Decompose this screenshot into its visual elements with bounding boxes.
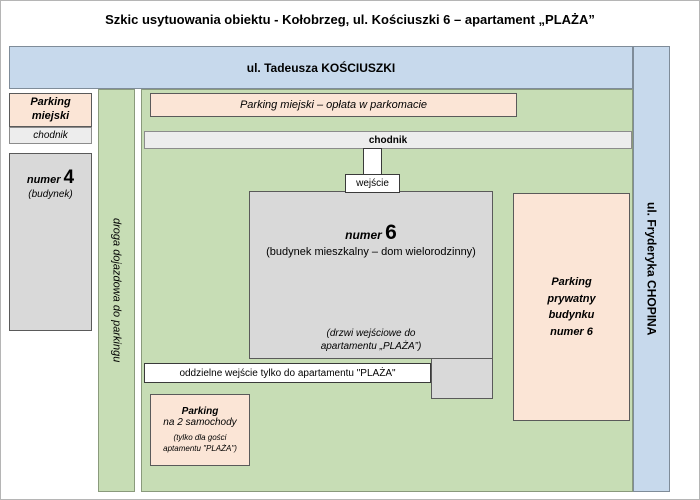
entrance-walkway [363, 148, 382, 177]
building-6-door-note: (drzwi wejściowe do apartamentu „PLAŻA”) [320, 328, 422, 352]
building-4-title: numer 4 [27, 168, 74, 187]
building-6-annex [431, 358, 493, 399]
building-4-prefix: numer [26, 174, 64, 186]
street-koscuszki: ul. Tadeusza KOŚCIUSZKI [9, 46, 633, 89]
building-6-number: 6 [385, 221, 397, 244]
building-6-subtitle: (budynek mieszkalny – dom wielorodzinny) [266, 246, 476, 258]
sidewalk-left: chodnik [9, 127, 92, 144]
building-4-number: 4 [63, 167, 75, 188]
access-road-label: droga dojazdowa do parkingu [110, 218, 123, 363]
sidewalk-main: chodnik [144, 131, 632, 149]
building-4: numer 4 (budynek) [9, 153, 92, 331]
private-parking: Parking prywatny budynku numer 6 [513, 193, 630, 421]
separate-entrance-note: oddzielne wejście tylko do apartamentu "… [144, 363, 431, 383]
entrance-label: wejście [345, 174, 400, 193]
paid-city-parking: Parking miejski – opłata w parkomacie [150, 93, 517, 117]
city-parking-left: Parking miejski [9, 93, 92, 127]
street-koscuszki-label: ul. Tadeusza KOŚCIUSZKI [246, 60, 396, 75]
access-road: droga dojazdowa do parkingu [98, 89, 135, 492]
guest-parking-line2: na 2 samochody [163, 416, 237, 428]
building-4-note: (budynek) [28, 189, 73, 200]
street-chopina-label: ul. Fryderyka CHOPINA [644, 202, 659, 336]
building-6: numer 6 (budynek mieszkalny – dom wielor… [249, 191, 493, 359]
guest-parking-line1: Parking [181, 405, 219, 417]
building-6-prefix: numer [345, 228, 386, 242]
guest-parking: Parking na 2 samochody (tylko dla gości … [150, 394, 250, 466]
guest-parking-note: (tylko dla gości aptamentu "PLAŻA") [163, 432, 237, 453]
street-chopina: ul. Fryderyka CHOPINA [633, 46, 670, 492]
building-6-title: numer 6 [345, 222, 397, 243]
page-title: Szkic usytuowania obiektu - Kołobrzeg, u… [105, 11, 595, 27]
